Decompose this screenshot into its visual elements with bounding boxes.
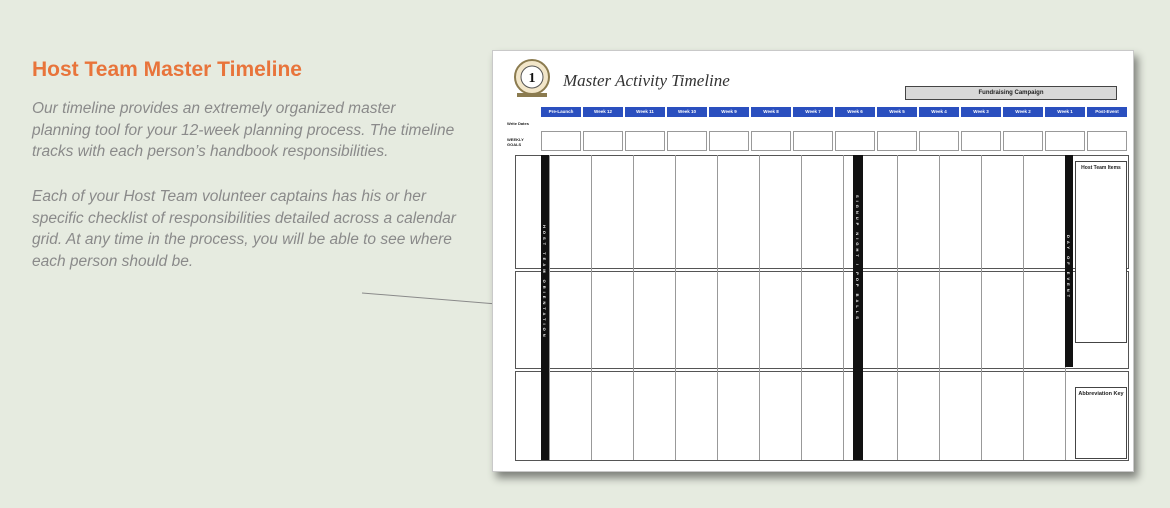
signup-night-bar-label: SIGNUP NIGHT / POP BALLS [855,195,860,322]
grid-column-line [633,155,634,460]
grid-band-bottom [515,371,1129,461]
seal-logo-icon: 1 [514,59,550,97]
grid-column-line [591,155,592,460]
goal-cell [961,131,1001,151]
grid-column-line [675,155,676,460]
document-title: Master Activity Timeline [563,71,730,90]
signup-night-bar [853,155,863,460]
goal-cell [1045,131,1085,151]
weekly-goals-row [541,131,1127,151]
grid-column-line [897,155,898,460]
week-header: Week 3 [961,107,1001,117]
host-team-items-box: Host Team Items [1075,161,1127,343]
week-header: Week 10 [667,107,707,117]
goal-cell [541,131,581,151]
week-header: Week 8 [751,107,791,117]
goal-cell [1003,131,1043,151]
week-header: Week 5 [877,107,917,117]
goal-cell [709,131,749,151]
week-header: Week 12 [583,107,623,117]
goal-cell [919,131,959,151]
week-header: Week 9 [709,107,749,117]
goal-cell [625,131,665,151]
grid-column-line [801,155,802,460]
goal-cell [751,131,791,151]
goal-cell [667,131,707,151]
grid-column-line [939,155,940,460]
day-of-event-bar-label: DAY OF EVENT [1066,235,1071,301]
intro-paragraph: Our timeline provides an extremely organ… [32,100,455,160]
week-header-row: Pre-Launch Week 12 Week 11 Week 10 Week … [541,107,1127,117]
grid-band-middle [515,271,1129,369]
week-header: Week 2 [1003,107,1043,117]
write-dates-label: Write Dates [507,121,529,126]
week-header: Week 6 [835,107,875,117]
timeline-document-image: 1 Master Activity Timeline Fundraising C… [492,50,1134,472]
abbreviation-key-title: Abbreviation Key [1078,391,1124,397]
abbreviation-key-box: Abbreviation Key [1075,387,1127,459]
goal-cell [1087,131,1127,151]
goal-cell [793,131,833,151]
page-title: Host Team Master Timeline [32,58,302,81]
host-team-bar-label: HOST TEAM ORIENTATION [542,225,547,340]
goal-cell [835,131,875,151]
grid-column-line [843,155,844,460]
grid-column-line [717,155,718,460]
captains-paragraph: Each of your Host Team volunteer captain… [32,188,456,270]
host-team-items-title: Host Team Items [1081,165,1121,171]
week-header: Pre-Launch [541,107,581,117]
goal-cell [583,131,623,151]
day-of-event-bar [1065,155,1073,367]
grid-column-line [759,155,760,460]
goal-cell [877,131,917,151]
week-header: Week 7 [793,107,833,117]
week-header: Week 11 [625,107,665,117]
grid-column-line [981,155,982,460]
week-header: Week 4 [919,107,959,117]
weekly-goals-label: WEEKLY GOALS [507,137,524,147]
grid-band-top [515,155,1129,269]
fundraising-campaign-header: Fundraising Campaign [905,86,1117,100]
host-team-bar [541,155,549,460]
grid-column-line [549,155,550,460]
grid-column-line [1023,155,1024,460]
week-header: Post-Event [1087,107,1127,117]
svg-text:1: 1 [529,71,536,86]
week-header: Week 1 [1045,107,1085,117]
activity-grid: HOST TEAM ORIENTATION SIGNUP NIGHT / POP… [515,155,1129,461]
